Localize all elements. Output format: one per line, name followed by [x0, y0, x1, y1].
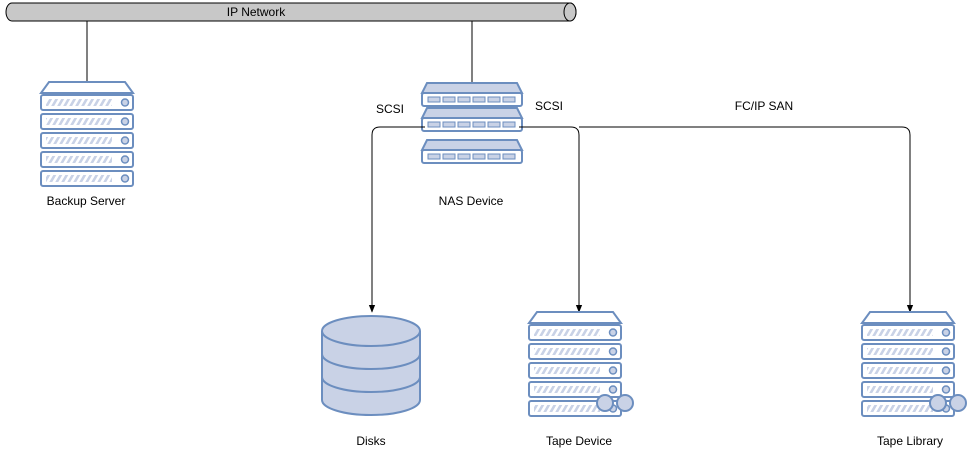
rack-unit-vent [534, 348, 600, 355]
rack-unit-vent [46, 156, 112, 163]
nas-chassis-top [420, 82, 524, 94]
nas-to-tape-device-link [519, 126, 583, 313]
rack-unit-led [608, 385, 618, 394]
rack-unit-led [608, 328, 618, 337]
nas-drive-bay [427, 96, 441, 103]
rack-unit-led [608, 347, 618, 356]
rack-unit-vent [867, 367, 933, 374]
scsi-label-disks: SCSI [376, 102, 404, 116]
nas-drive-bay [442, 121, 456, 128]
disks-label: Disks [356, 434, 385, 448]
rack-unit-vent [46, 99, 112, 106]
rack-unit-vent [867, 405, 933, 412]
ip-network-bus: IP Network [5, 2, 577, 22]
nas-drive-bay [472, 153, 486, 160]
nas-drive-bay [457, 121, 471, 128]
rack-unit-vent [534, 367, 600, 374]
rack-unit-vent [867, 329, 933, 336]
rack-unit-vent [534, 405, 600, 412]
rack-unit-vent [46, 118, 112, 125]
rack-unit-led [941, 347, 951, 356]
nas-drive-bay [457, 96, 471, 103]
rack-unit-led [120, 136, 130, 145]
rack-unit-led [941, 366, 951, 375]
rack-unit-vent [867, 348, 933, 355]
rack-unit-led [941, 328, 951, 337]
fc-ip-san-label: FC/IP SAN [735, 99, 793, 113]
nas-device-icon [420, 82, 524, 164]
nas-drive-bay [427, 121, 441, 128]
tape-library-icon [860, 311, 967, 417]
rack-unit-led [120, 117, 130, 126]
rack-unit-led [120, 98, 130, 107]
nas-device-label: NAS Device [439, 194, 504, 208]
nas-chassis-body [421, 92, 523, 107]
nas-drive-bay [427, 153, 441, 160]
nas-drive-bay [502, 153, 516, 160]
rack-unit-vent [46, 137, 112, 144]
backup-server-icon [39, 81, 135, 187]
rack-unit-vent [534, 386, 600, 393]
rack-unit-led [608, 366, 618, 375]
tape-device-icon [527, 311, 634, 417]
nas-drive-bay [487, 121, 501, 128]
disks-icon [321, 315, 421, 416]
nas-chassis-body [421, 149, 523, 164]
tape-library-label: Tape Library [877, 434, 943, 448]
tape-device-label: Tape Device [546, 434, 612, 448]
nas-drive-bay [472, 121, 486, 128]
rack-unit-vent [534, 329, 600, 336]
nas-chassis-top [420, 107, 524, 119]
nas-drive-bay [472, 96, 486, 103]
rack-unit-led [120, 174, 130, 183]
nas-to-tape-library-link [579, 126, 914, 313]
nas-chassis-top [420, 139, 524, 151]
nas-drive-bay [487, 96, 501, 103]
scsi-label-tape-device: SCSI [535, 99, 563, 113]
nas-drive-bay [442, 96, 456, 103]
nas-to-disks-link [368, 126, 425, 313]
nas-drive-bay [502, 96, 516, 103]
rack-unit-vent [867, 386, 933, 393]
nas-drive-bay [457, 153, 471, 160]
ip-network-label: IP Network [227, 5, 286, 19]
nas-drive-bay [487, 153, 501, 160]
rack-unit-vent [46, 175, 112, 182]
nas-drive-bay [502, 121, 516, 128]
backup-server-label: Backup Server [47, 194, 126, 208]
nas-drive-bay [442, 153, 456, 160]
nas-chassis-body [421, 117, 523, 132]
rack-unit-led [120, 155, 130, 164]
rack-unit-led [941, 385, 951, 394]
